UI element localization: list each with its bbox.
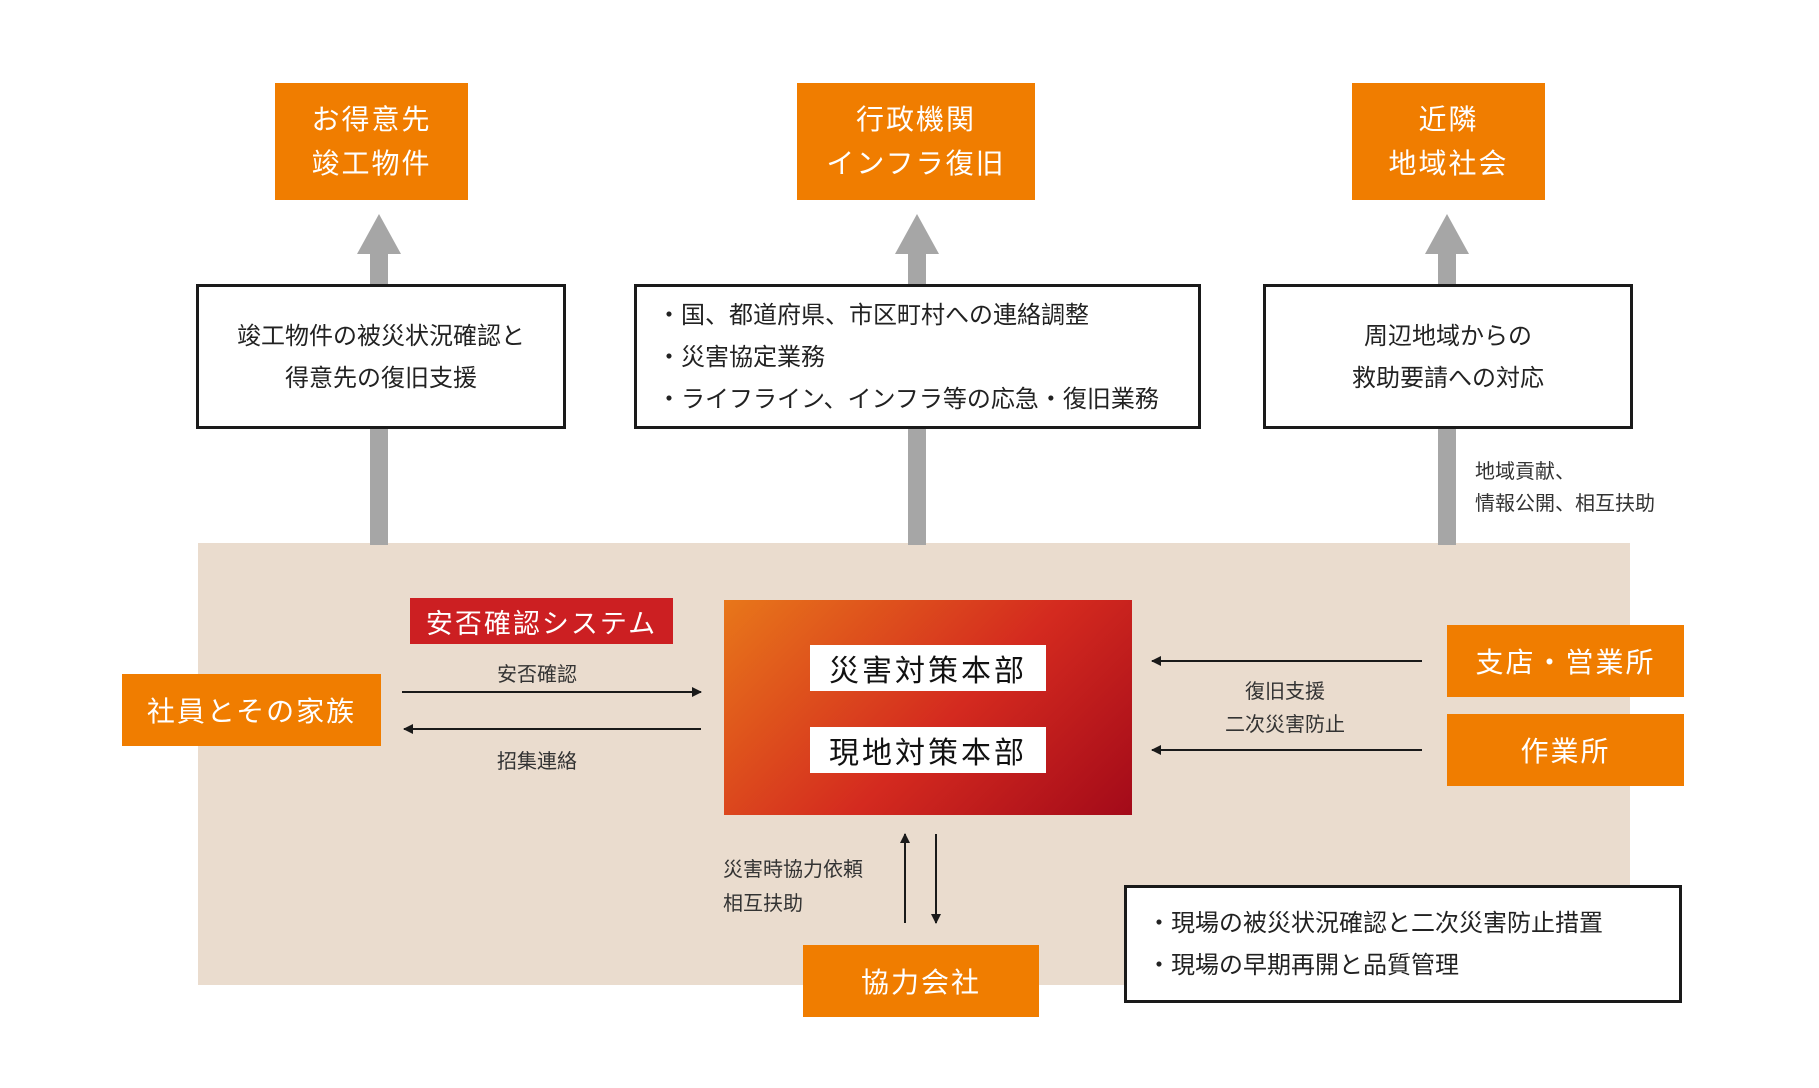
safety-check-label: 安否確認	[497, 662, 577, 686]
neighborhood-box: 近隣 地域社会	[1352, 83, 1545, 200]
partners-box: 協力会社	[803, 945, 1039, 1017]
customers-desc-box: 竣工物件の被災状況確認と 得意先の復旧支援	[196, 284, 566, 429]
worksite-box: 作業所	[1447, 714, 1684, 786]
neighborhood-line-2: 地域社会	[1388, 146, 1509, 180]
site-note-line-1: ・現場の被災状況確認と二次災害防止措置	[1147, 909, 1603, 937]
disaster-hq-label: 災害対策本部	[810, 645, 1046, 691]
government-desc-line-1: ・国、都道府県、市区町村への連絡調整	[657, 300, 1089, 329]
community-note: 地域貢献、 情報公開、相互扶助	[1475, 455, 1655, 519]
government-line-1: 行政機関	[855, 102, 976, 136]
neighborhood-line-1: 近隣	[1418, 102, 1479, 136]
community-note-line-2: 情報公開、相互扶助	[1475, 491, 1655, 515]
customers-line-2: 竣工物件	[311, 146, 432, 180]
safety-system-badge: 安否確認システム	[410, 598, 673, 644]
customers-box: お得意先 竣工物件	[275, 83, 468, 200]
government-desc-line-3: ・ライフライン、インフラ等の応急・復旧業務	[657, 384, 1159, 413]
government-desc-box: ・国、都道府県、市区町村への連絡調整 ・災害協定業務 ・ライフライン、インフラ等…	[634, 284, 1201, 429]
neighborhood-desc-line-2: 救助要請への対応	[1352, 363, 1544, 392]
arrow-customers-head	[357, 214, 401, 254]
branch-office-box: 支店・営業所	[1447, 625, 1684, 697]
neighborhood-desc-line-1: 周辺地域からの	[1364, 321, 1532, 350]
branch-flow-line-2: 二次災害防止	[1225, 712, 1345, 736]
employees-box: 社員とその家族	[122, 674, 381, 746]
field-hq-label: 現地対策本部	[810, 727, 1046, 773]
headquarters-box: 災害対策本部 現地対策本部	[724, 600, 1132, 815]
mobilization-label: 招集連絡	[497, 749, 577, 773]
government-desc-line-2: ・災害協定業務	[657, 342, 825, 371]
partner-flow-note: 災害時協力依頼 相互扶助	[723, 852, 863, 920]
partner-flow-line-2: 相互扶助	[723, 891, 803, 915]
branch-flow-note: 復旧支援 二次災害防止	[1225, 675, 1345, 741]
site-note-line-2: ・現場の早期再開と品質管理	[1147, 951, 1459, 979]
community-note-line-1: 地域貢献、	[1475, 459, 1575, 483]
partner-flow-line-1: 災害時協力依頼	[723, 857, 863, 881]
arrow-government-head	[895, 214, 939, 254]
customers-desc-line-1: 竣工物件の被災状況確認と	[237, 321, 525, 350]
arrow-neighborhood-head	[1425, 214, 1469, 254]
government-box: 行政機関 インフラ復旧	[797, 83, 1035, 200]
government-line-2: インフラ復旧	[826, 146, 1006, 180]
neighborhood-desc-box: 周辺地域からの 救助要請への対応	[1263, 284, 1633, 429]
site-note-box: ・現場の被災状況確認と二次災害防止措置 ・現場の早期再開と品質管理	[1124, 885, 1682, 1003]
customers-line-1: お得意先	[311, 102, 432, 136]
customers-desc-line-2: 得意先の復旧支援	[285, 363, 477, 392]
branch-flow-line-1: 復旧支援	[1245, 679, 1325, 703]
